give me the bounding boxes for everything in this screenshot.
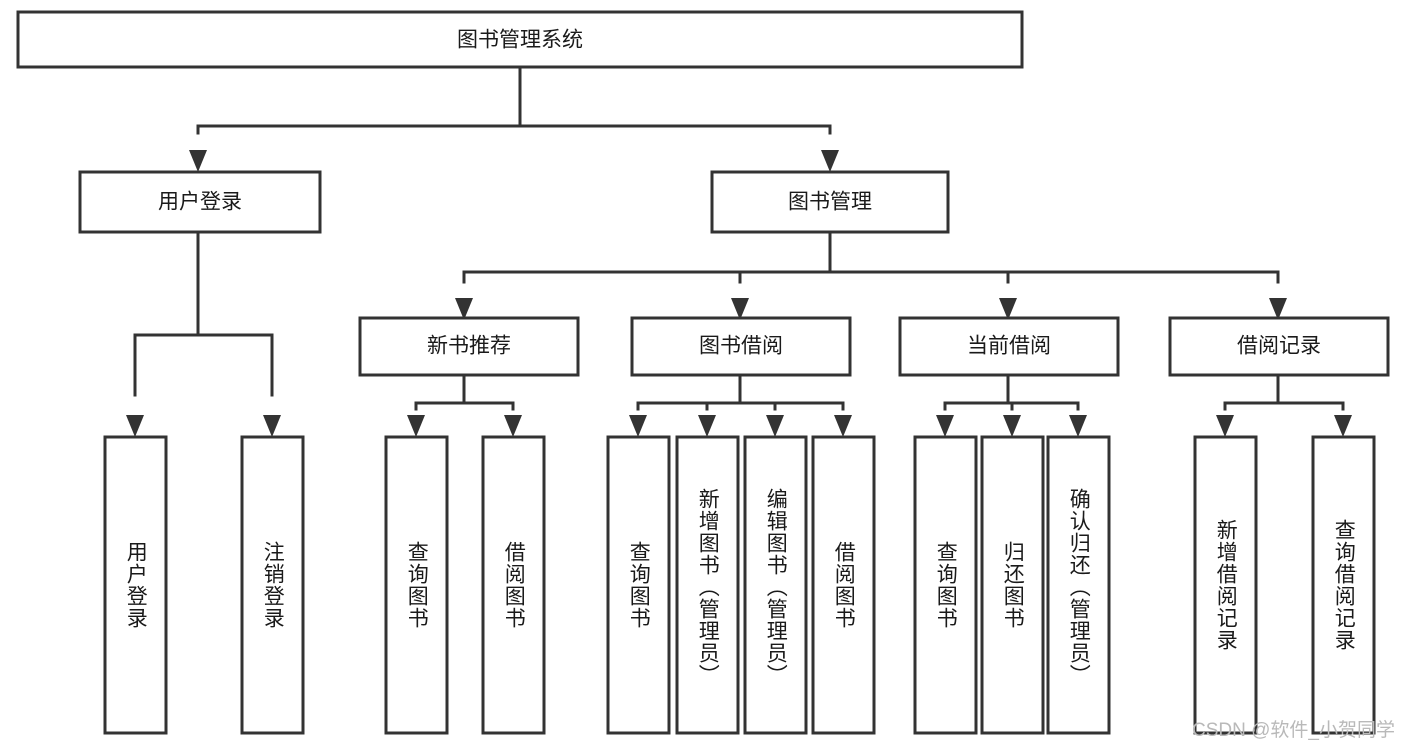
leaf-box-current-borrow-2[interactable] — [980, 435, 1045, 735]
leaf-label-current-borrow-2: 归还图书 — [1001, 541, 1025, 629]
arrowhead-bookborrow-leaf-1 — [629, 415, 647, 437]
node-borrow-record-box[interactable] — [1168, 316, 1390, 377]
connector-group-userlogin — [126, 230, 281, 437]
arrowhead-currentborrow-leaf-2 — [1003, 415, 1021, 437]
node-root[interactable]: 图书管理系统 — [16, 10, 1024, 69]
connector-group-newbook — [407, 373, 522, 437]
leaf-label-new-book-1: 查询图书 — [405, 541, 429, 629]
leaf-label-book-borrow-3: 编辑图书（管理员） — [764, 488, 788, 686]
leaf-label-book-borrow-1: 查询图书 — [627, 541, 651, 629]
node-book-borrow[interactable]: 图书借阅 — [630, 316, 852, 377]
node-borrow-record[interactable]: 借阅记录 — [1168, 316, 1390, 377]
arrowhead-bookborrow-leaf-2 — [698, 415, 716, 437]
leaf-label-wrap-book-borrow-1: 查询图书 — [608, 437, 669, 733]
arrowhead-root-to-userlogin — [189, 150, 207, 172]
leaf-box-book-borrow-3[interactable] — [743, 435, 808, 735]
arrowhead-currentborrow-leaf-1 — [936, 415, 954, 437]
leaf-boxes-book-borrow — [606, 435, 876, 735]
leaf-box-book-borrow-1[interactable] — [606, 435, 671, 735]
node-new-book-recommend-label: 新书推荐 — [427, 335, 511, 358]
leaf-boxes-current-borrow — [913, 435, 1111, 735]
node-new-book-recommend-box[interactable] — [358, 316, 580, 377]
arrowhead-currentborrow-leaf-3 — [1069, 415, 1087, 437]
leaf-box-borrow-record-2[interactable] — [1311, 435, 1376, 735]
arrowhead-bookborrow-leaf-4 — [834, 415, 852, 437]
connector-group-currentborrow — [936, 373, 1087, 437]
leaf-label-current-borrow-3: 确认归还（管理员） — [1067, 488, 1091, 686]
csdn-watermark: CSDN @软件_小贺同学 — [1192, 720, 1395, 741]
arrowhead-newbook-leaf-1 — [407, 415, 425, 437]
arrowhead-userlogin-leaf-2 — [263, 415, 281, 437]
node-current-borrow-label: 当前借阅 — [967, 335, 1051, 358]
node-borrow-record-label: 借阅记录 — [1237, 335, 1321, 358]
arrowhead-bookborrow-leaf-3 — [766, 415, 784, 437]
arrowhead-borrowrecord-leaf-2 — [1334, 415, 1352, 437]
leaf-label-wrap-user-login-2: 注销登录 — [242, 437, 303, 733]
leaf-box-user-login-2[interactable] — [240, 435, 305, 735]
node-book-management-box[interactable] — [710, 170, 950, 234]
node-user-login-box[interactable] — [78, 170, 322, 234]
leaf-label-wrap-book-borrow-3: 编辑图书（管理员） — [745, 441, 806, 733]
connector-group-root — [189, 65, 839, 172]
leaf-label-borrow-record-2: 查询借阅记录 — [1332, 519, 1356, 651]
node-current-borrow-box[interactable] — [898, 316, 1120, 377]
leaf-label-wrap-borrow-record-2: 查询借阅记录 — [1313, 437, 1374, 733]
leaf-label-user-login-2: 注销登录 — [261, 541, 285, 629]
connector-group-bookborrow — [629, 373, 852, 437]
leaf-box-book-borrow-4[interactable] — [811, 435, 876, 735]
node-user-login-label: 用户登录 — [158, 191, 242, 214]
connector-group-borrowrecord — [1216, 373, 1352, 437]
node-book-borrow-box[interactable] — [630, 316, 852, 377]
leaf-label-book-borrow-4: 借阅图书 — [832, 541, 856, 629]
leaf-label-wrap-current-borrow-2: 归还图书 — [982, 437, 1043, 733]
leaf-box-new-book-2[interactable] — [481, 435, 546, 735]
leaf-box-new-book-1[interactable] — [384, 435, 449, 735]
leaf-box-book-borrow-2[interactable] — [675, 435, 740, 735]
leaf-label-book-borrow-2: 新增图书（管理员） — [696, 488, 720, 686]
leaf-label-wrap-current-borrow-1: 查询图书 — [915, 437, 976, 733]
leaf-boxes-new-book-recommend — [384, 435, 546, 735]
leaf-label-new-book-2: 借阅图书 — [502, 541, 526, 629]
leaf-label-wrap-book-borrow-4: 借阅图书 — [813, 437, 874, 733]
arrowhead-userlogin-leaf-1 — [126, 415, 144, 437]
leaf-label-wrap-current-borrow-3: 确认归还（管理员） — [1048, 441, 1109, 733]
leaf-box-user-login-1[interactable] — [103, 435, 168, 735]
leaf-label-borrow-record-1: 新增借阅记录 — [1214, 519, 1238, 651]
leaf-label-wrap-book-borrow-2: 新增图书（管理员） — [677, 441, 738, 733]
leaf-label-current-borrow-1: 查询图书 — [934, 541, 958, 629]
node-root-box[interactable] — [16, 10, 1024, 69]
node-new-book-recommend[interactable]: 新书推荐 — [358, 316, 580, 377]
leaf-box-current-borrow-3[interactable] — [1046, 435, 1111, 735]
leaf-label-wrap-new-book-2: 借阅图书 — [483, 437, 544, 733]
arrowhead-borrowrecord-leaf-1 — [1216, 415, 1234, 437]
node-user-login[interactable]: 用户登录 — [78, 170, 322, 234]
leaf-label-wrap-borrow-record-1: 新增借阅记录 — [1195, 437, 1256, 733]
leaf-label-wrap-new-book-1: 查询图书 — [386, 437, 447, 733]
node-book-management[interactable]: 图书管理 — [710, 170, 950, 234]
leaf-boxes-borrow-record — [1193, 435, 1376, 735]
connector-group-bookmgmt — [455, 230, 1287, 320]
leaf-label-wrap-user-login-1: 用户登录 — [105, 437, 166, 733]
leaf-box-borrow-record-1[interactable] — [1193, 435, 1258, 735]
node-current-borrow[interactable]: 当前借阅 — [898, 316, 1120, 377]
node-book-borrow-label: 图书借阅 — [699, 335, 783, 358]
node-root-label: 图书管理系统 — [457, 29, 583, 52]
arrowhead-root-to-bookmgmt — [821, 150, 839, 172]
leaf-boxes-user-login — [103, 435, 305, 735]
arrowhead-newbook-leaf-2 — [504, 415, 522, 437]
leaf-box-current-borrow-1[interactable] — [913, 435, 978, 735]
leaf-label-user-login-1: 用户登录 — [124, 541, 148, 629]
node-book-management-label: 图书管理 — [788, 191, 872, 214]
